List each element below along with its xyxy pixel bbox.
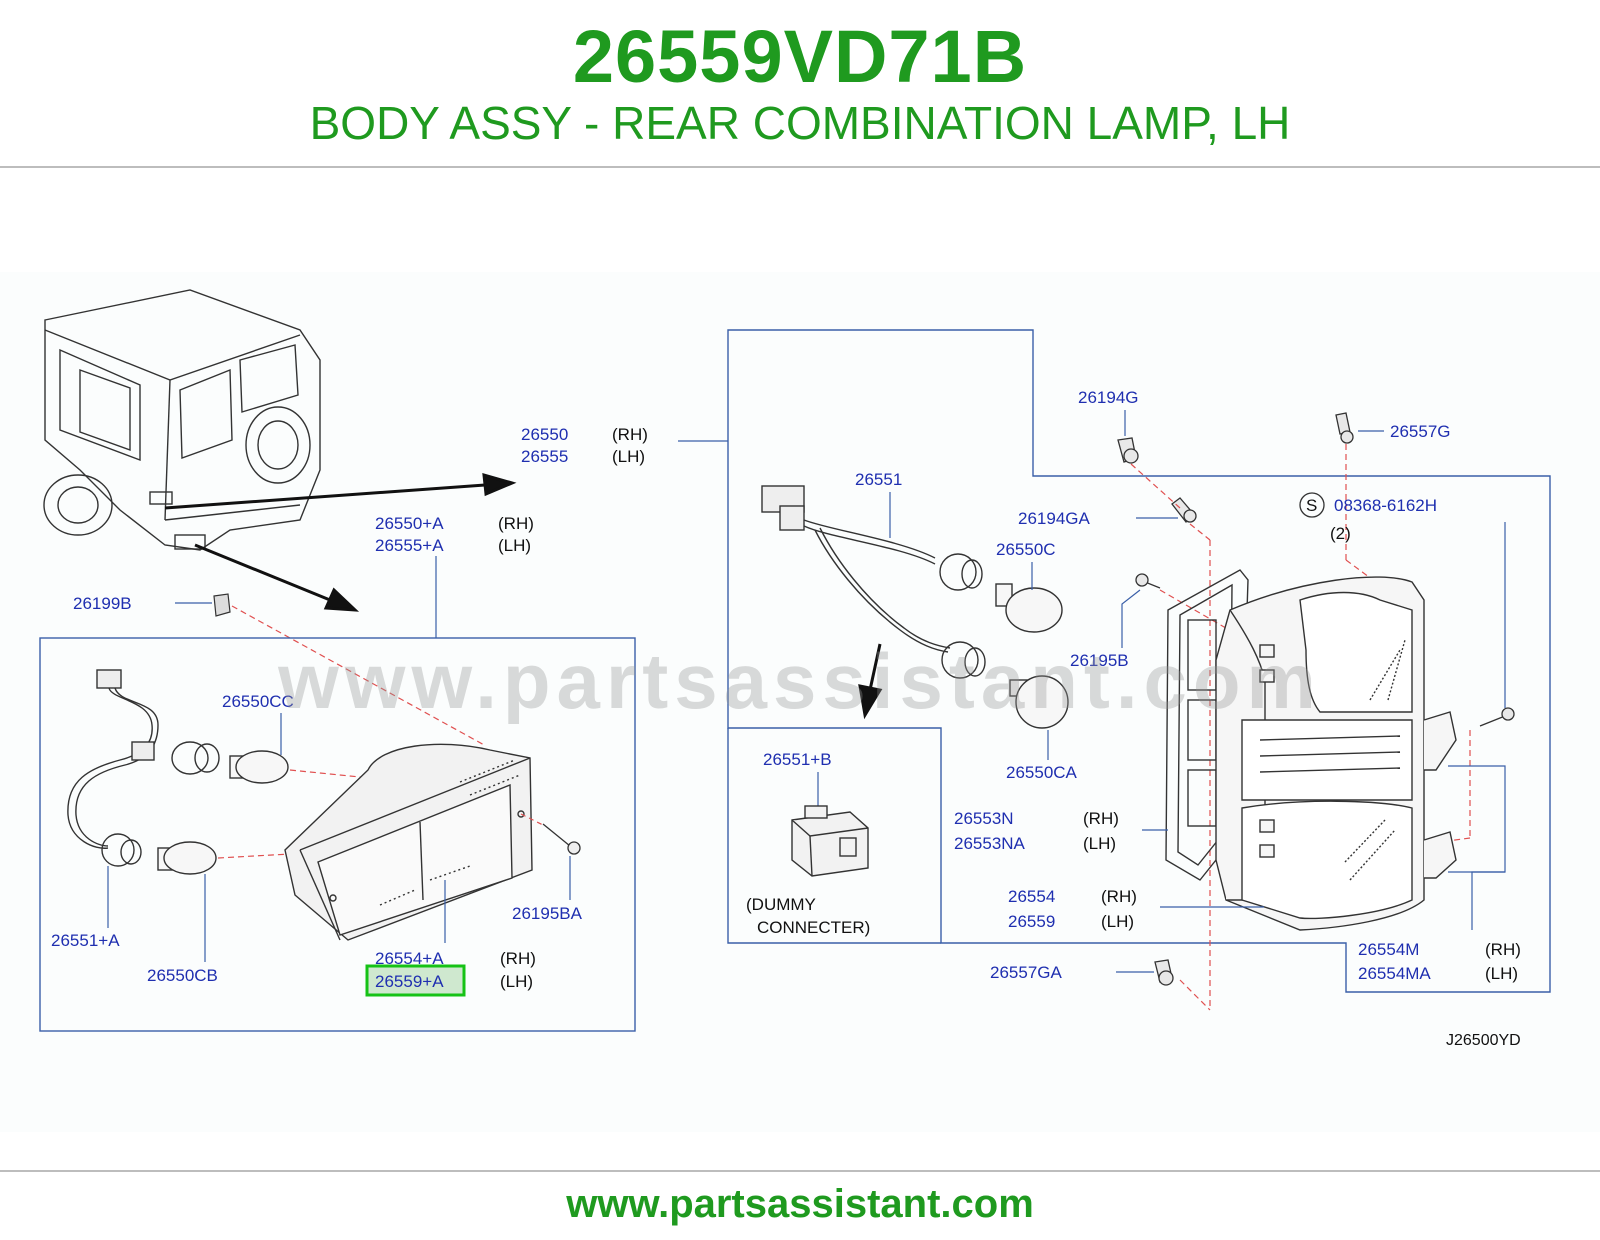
vehicle-arrows [164, 472, 517, 612]
label-26551-b[interactable]: 26551+B [763, 750, 832, 769]
dashed-leader [520, 813, 546, 827]
diagram-panel: 26550 (RH) 26555 (LH) 26550+A (RH) 26555… [0, 272, 1600, 1132]
label-26551[interactable]: 26551 [855, 470, 902, 489]
label-26195ba[interactable]: 26195BA [512, 904, 583, 923]
label-26553n[interactable]: 26553N [954, 809, 1014, 828]
standard-part-s-icon [1299, 492, 1325, 518]
parts-diagram: 26550 (RH) 26555 (LH) 26550+A (RH) 26555… [39, 289, 1551, 1049]
label-26550-a[interactable]: 26550+A [375, 514, 444, 533]
dummy-connector-box [727, 728, 941, 944]
side-rh-3: (RH) [500, 949, 536, 968]
label-26551-a[interactable]: 26551+A [51, 931, 120, 950]
detail-box-right [727, 329, 1551, 993]
label-26554ma[interactable]: 26554MA [1358, 964, 1431, 983]
lamp-body-left [284, 743, 533, 941]
dummy-connector-line2: CONNECTER) [757, 918, 870, 937]
label-08368-6162h[interactable]: 08368-6162H [1334, 496, 1437, 515]
side-rh-5: (RH) [1101, 887, 1137, 906]
fasteners-right [1117, 412, 1515, 986]
page-header: 26559VD71B BODY ASSY - REAR COMBINATION … [0, 0, 1600, 168]
detail-box-left [39, 637, 636, 1032]
label-26559[interactable]: 26559 [1008, 912, 1055, 931]
bulbs-right [995, 583, 1069, 729]
label-26555-a[interactable]: 26555+A [375, 536, 444, 555]
label-26550ca[interactable]: 26550CA [1006, 763, 1078, 782]
leader-line [1121, 589, 1141, 648]
side-lh-4: (LH) [1083, 834, 1116, 853]
label-26550cb[interactable]: 26550CB [147, 966, 218, 985]
down-arrow [858, 643, 883, 720]
side-rh-2: (RH) [498, 514, 534, 533]
label-26199b[interactable]: 26199B [73, 594, 132, 613]
screw-26195ba [542, 823, 581, 855]
label-26194ga[interactable]: 26194GA [1018, 509, 1090, 528]
side-lh-6: (LH) [1485, 964, 1518, 983]
highlight-box [365, 964, 466, 997]
side-lh-2: (LH) [498, 536, 531, 555]
s-mark: S [1306, 496, 1317, 515]
label-26550cc[interactable]: 26550CC [222, 692, 294, 711]
label-26555[interactable]: 26555 [521, 447, 568, 466]
label-26553na[interactable]: 26553NA [954, 834, 1026, 853]
label-26554[interactable]: 26554 [1008, 887, 1055, 906]
dashed-leader [231, 605, 487, 747]
dashed-leader [289, 769, 371, 779]
footer-divider [0, 1170, 1600, 1172]
harness-left [67, 669, 220, 867]
label-26554-a[interactable]: 26554+A [375, 949, 444, 968]
label-26550[interactable]: 26550 [521, 425, 568, 444]
label-26195b[interactable]: 26195B [1070, 651, 1129, 670]
label-26194g[interactable]: 26194G [1078, 388, 1139, 407]
label-26550c[interactable]: 26550C [996, 540, 1056, 559]
part-number-title: 26559VD71B [572, 15, 1028, 98]
footer-url-link[interactable]: www.partsassistant.com [566, 1182, 1034, 1226]
side-lh-1: (LH) [612, 447, 645, 466]
lamp-body-right [1215, 576, 1457, 931]
diagram-code: J26500YD [1446, 1032, 1521, 1049]
leader-line [1448, 765, 1506, 930]
label-26557ga[interactable]: 26557GA [990, 963, 1062, 982]
side-rh-6: (RH) [1485, 940, 1521, 959]
side-lh-3: (LH) [500, 972, 533, 991]
harness-right [761, 485, 986, 679]
label-26557g[interactable]: 26557G [1390, 422, 1451, 441]
clip-26199b [213, 593, 231, 617]
label-26559-a-highlighted[interactable]: 26559+A [375, 972, 444, 991]
dummy-connector-line1: (DUMMY [746, 895, 816, 914]
side-lh-5: (LH) [1101, 912, 1134, 931]
dashed-leader [217, 853, 291, 859]
vehicle-illustration [43, 289, 321, 551]
bulbs-left [157, 750, 289, 875]
side-rh-4: (RH) [1083, 809, 1119, 828]
label-26554m[interactable]: 26554M [1358, 940, 1419, 959]
side-rh-1: (RH) [612, 425, 648, 444]
qty-2: (2) [1330, 524, 1351, 543]
header-divider [0, 166, 1600, 168]
dummy-connector-part [791, 805, 869, 877]
part-description: BODY ASSY - REAR COMBINATION LAMP, LH [309, 97, 1291, 149]
